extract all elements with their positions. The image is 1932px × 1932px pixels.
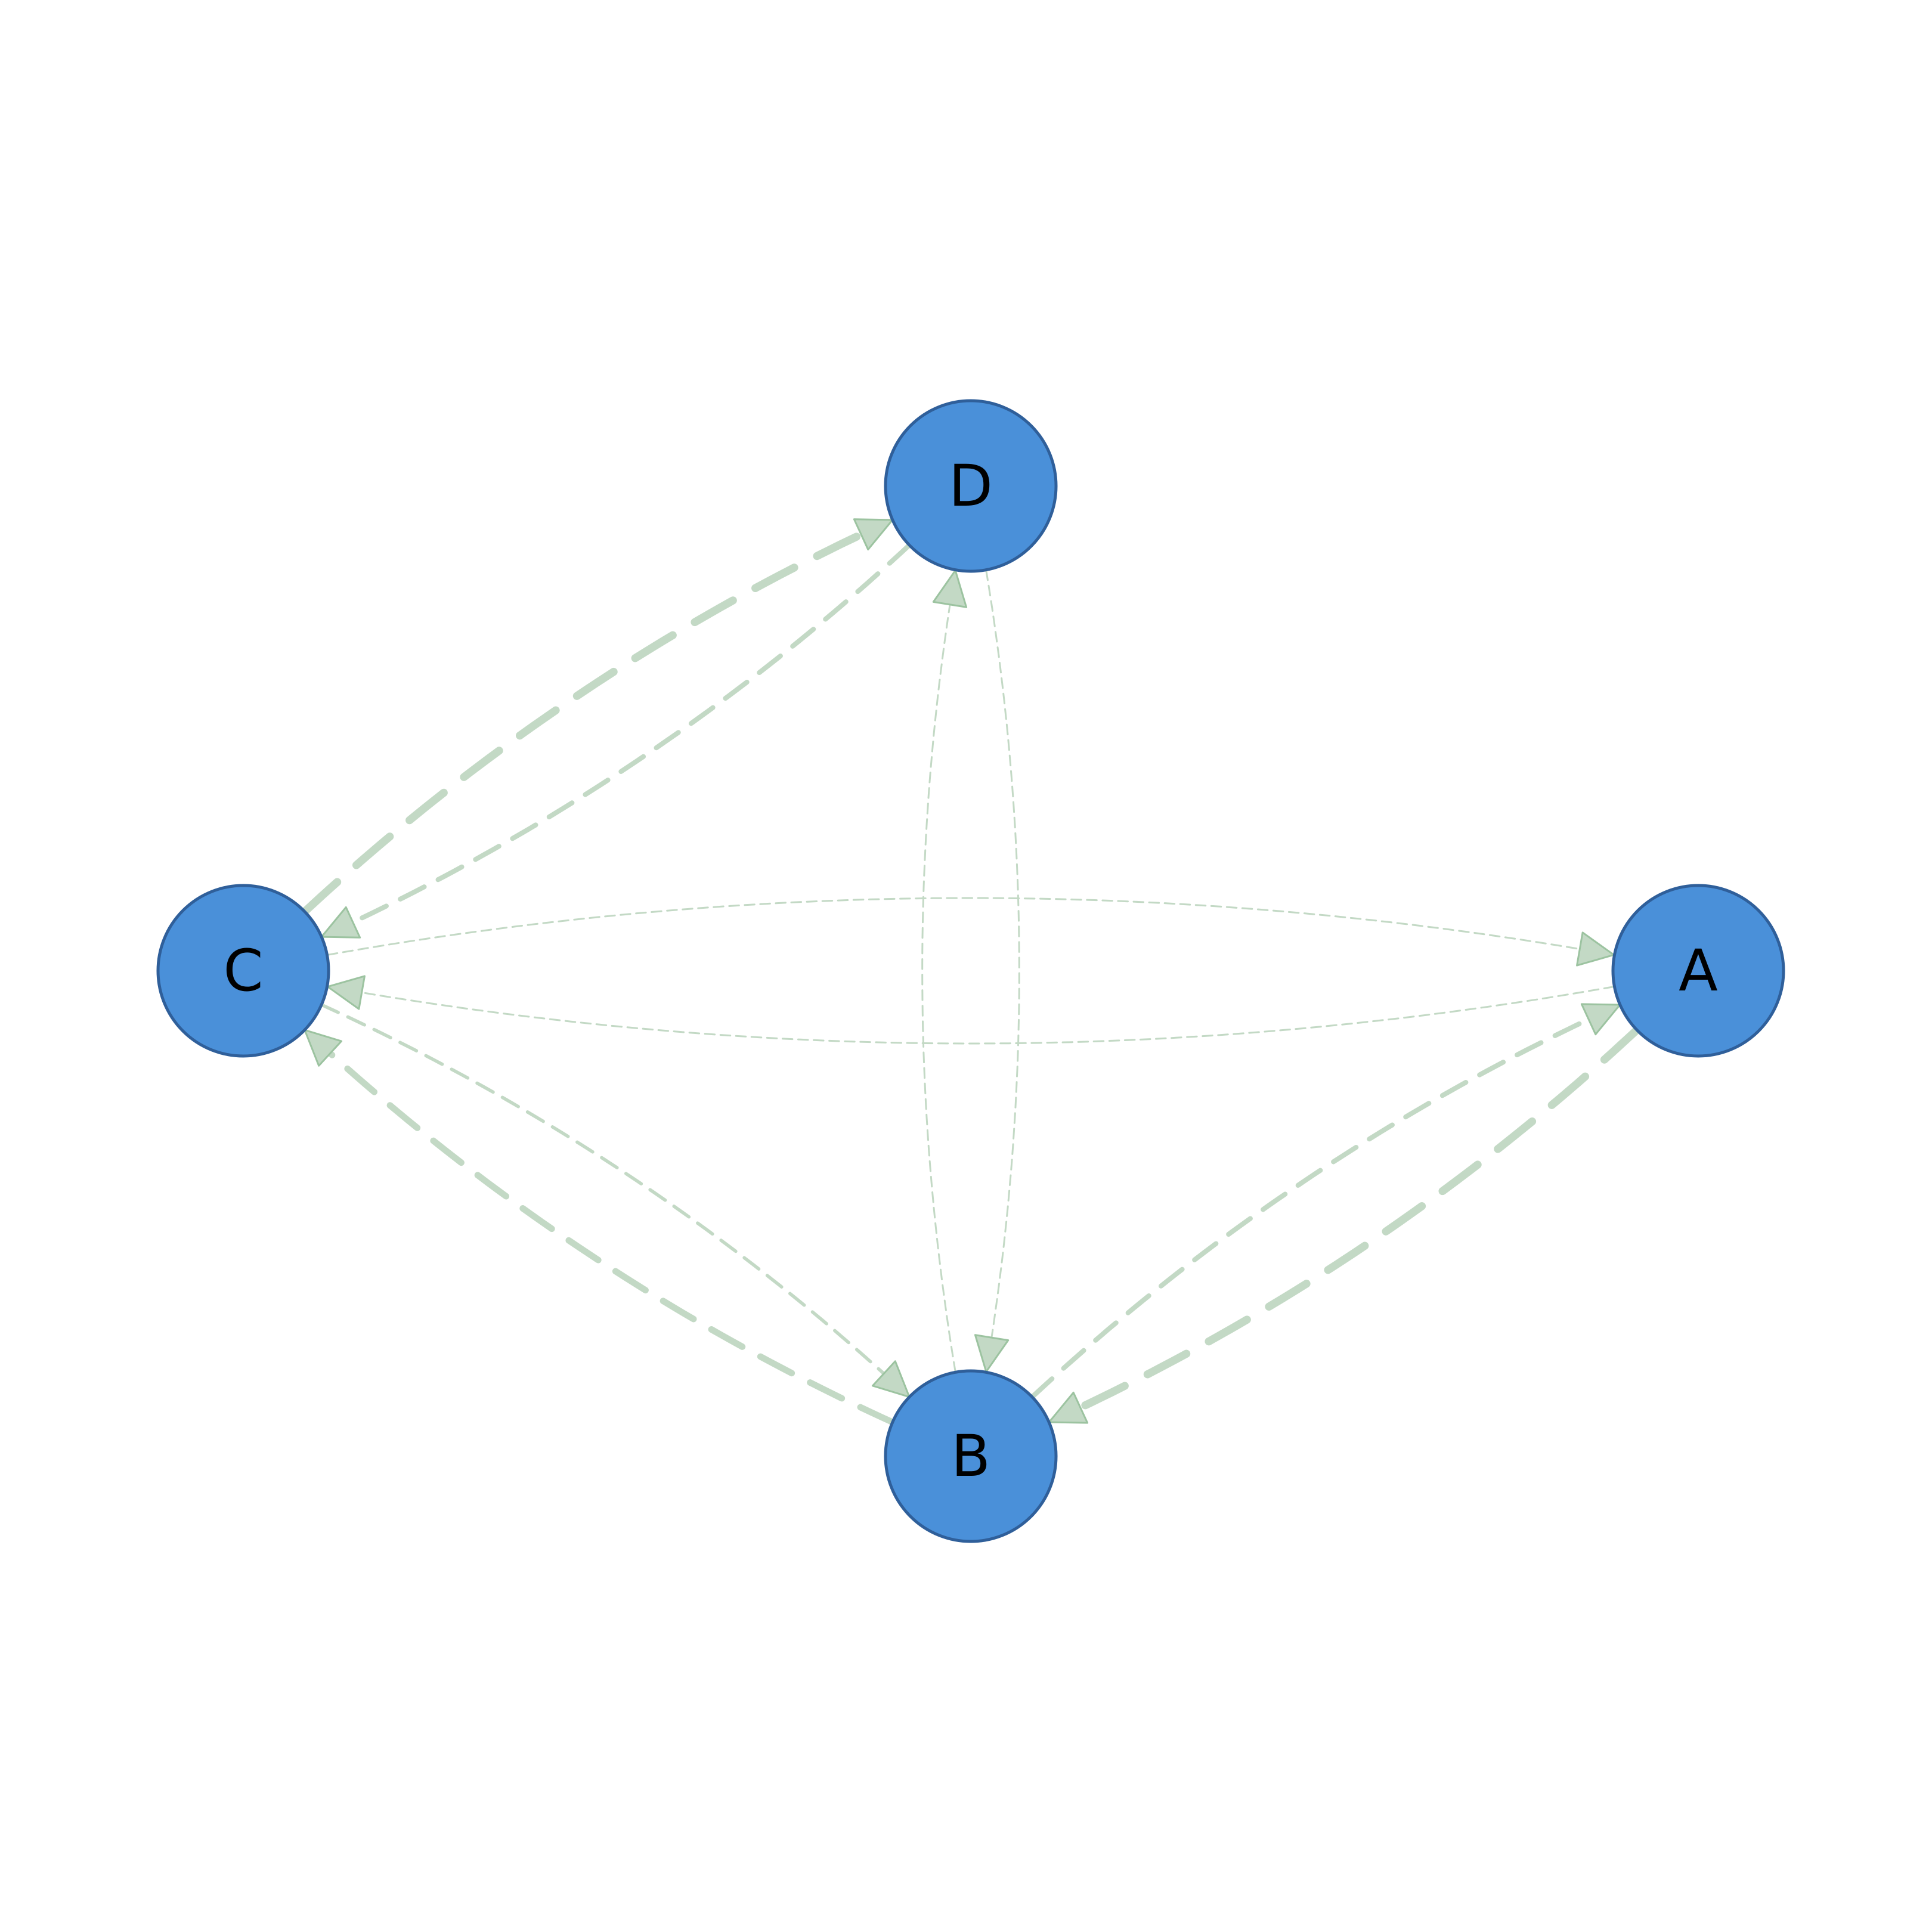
- edge-line-B-D: [921, 604, 956, 1373]
- edge-A-B: [1048, 1026, 1641, 1424]
- arrowhead-A-C: [327, 975, 366, 1010]
- node-label-D: D: [949, 453, 993, 519]
- edge-B-A: [1029, 1003, 1621, 1400]
- nodes-layer: A B C D: [156, 399, 1785, 1543]
- node-circle-C: [156, 884, 330, 1058]
- edge-line-A-B: [1077, 1026, 1641, 1411]
- edges-layer: [301, 518, 1641, 1426]
- edge-line-C-B: [320, 1003, 885, 1375]
- node-B: B: [884, 1369, 1058, 1543]
- edge-line-C-A: [327, 897, 1580, 956]
- node-circle-B: [884, 1369, 1058, 1543]
- node-circle-A: [1611, 884, 1785, 1058]
- arrowhead-C-D: [853, 518, 894, 551]
- node-C: C: [156, 884, 330, 1058]
- edge-C-D: [301, 518, 894, 916]
- edge-D-C: [320, 543, 912, 939]
- edge-line-D-B: [985, 569, 1020, 1338]
- edge-D-B: [974, 569, 1020, 1373]
- arrowhead-D-C: [320, 906, 361, 939]
- node-label-B: B: [951, 1423, 990, 1490]
- edge-line-C-D: [301, 531, 865, 916]
- arrowhead-A-B: [1048, 1391, 1089, 1424]
- arrowhead-C-A: [1576, 931, 1615, 967]
- arrowhead-D-B: [974, 1334, 1010, 1373]
- edge-line-B-C: [327, 1051, 896, 1426]
- node-label-A: A: [1679, 937, 1718, 1004]
- arrowhead-B-C: [304, 1029, 343, 1067]
- edge-C-B: [320, 1003, 911, 1398]
- arrowhead-B-D: [932, 569, 968, 608]
- node-D: D: [884, 399, 1058, 573]
- node-label-C: C: [223, 937, 263, 1004]
- arrowhead-C-B: [871, 1360, 911, 1398]
- edge-C-A: [327, 897, 1615, 967]
- node-A: A: [1611, 884, 1785, 1058]
- arrowhead-B-A: [1580, 1003, 1621, 1036]
- edge-A-C: [327, 975, 1615, 1045]
- edge-B-C: [304, 1029, 896, 1426]
- edge-B-D: [921, 569, 968, 1373]
- edge-line-A-C: [361, 986, 1615, 1045]
- edge-line-B-A: [1029, 1017, 1591, 1400]
- node-circle-D: [884, 399, 1058, 573]
- edge-line-D-C: [351, 543, 912, 925]
